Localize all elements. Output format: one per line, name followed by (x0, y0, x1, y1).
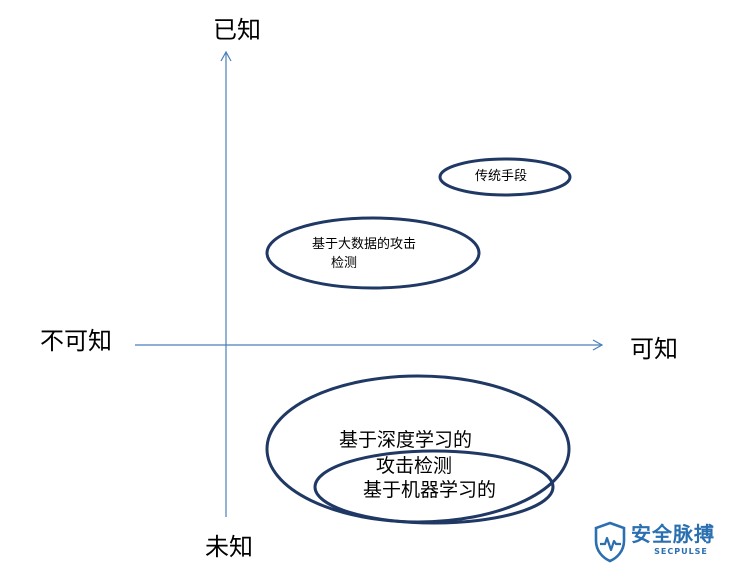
axis-label-unknown: 未知 (205, 533, 253, 561)
watermark-name: 安全脉搏 (631, 522, 715, 546)
deep-learning-label-line1: 基于深度学习的 (339, 429, 473, 451)
deep-learning-label-line2: 攻击检测 (376, 455, 453, 477)
big-data-detection-label-line1: 基于大数据的攻击 (312, 237, 417, 252)
machine-learning-ellipse (313, 449, 555, 525)
traditional-methods-ellipse (438, 157, 572, 197)
traditional-methods-label: 传统手段 (475, 169, 528, 184)
axis-label-known: 已知 (213, 16, 261, 44)
shield-icon (594, 521, 626, 563)
machine-learning-label: 基于机器学习的 (363, 479, 497, 501)
big-data-detection-ellipse (265, 216, 481, 290)
watermark-subtitle: SECPULSE (654, 547, 708, 556)
secpulse-watermark: 安全脉搏 SECPULSE (593, 520, 735, 564)
axis-label-unknowable: 不可知 (40, 327, 112, 355)
axis-label-knowable: 可知 (630, 335, 678, 363)
big-data-detection-label-line2: 检测 (331, 256, 358, 271)
